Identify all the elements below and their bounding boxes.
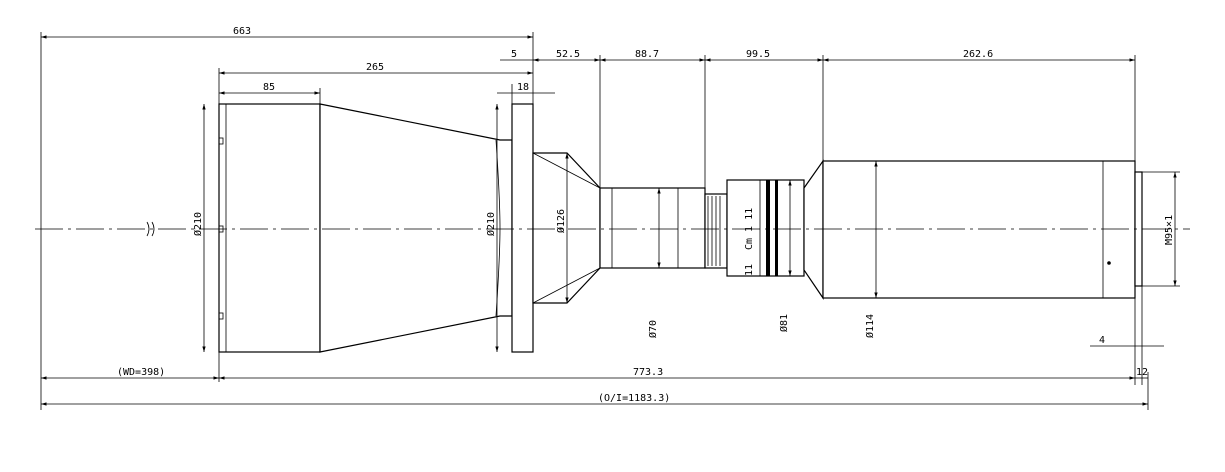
focus-mark: 11 — [744, 264, 755, 276]
dim-4: 4 — [1099, 335, 1105, 346]
axis-break-icon — [146, 221, 155, 237]
dim-18: 18 — [517, 82, 529, 93]
dia-210-rear: Ø210 — [485, 212, 497, 236]
bottom-dimensions: 4 (WD=398) 773.3 12 (O/I=1183.3) — [41, 335, 1164, 406]
small-barrel — [599, 187, 706, 269]
dim-262-6: 262.6 — [963, 49, 993, 60]
dia-126: Ø126 — [555, 209, 567, 233]
front-tab-bot — [218, 312, 224, 320]
dia-81: Ø81 — [778, 314, 790, 332]
focus-band-1 — [766, 180, 770, 276]
cone-section — [319, 103, 513, 353]
rear-cone — [803, 159, 824, 300]
thread-label: M95×1 — [1164, 215, 1175, 245]
focus-ring — [726, 179, 805, 277]
dim-773-3: 773.3 — [633, 367, 663, 378]
rear-barrel-screw — [1107, 261, 1111, 265]
dim-52-5: 52.5 — [556, 49, 580, 60]
dim-265: 265 — [366, 62, 384, 73]
focus-band-2 — [775, 180, 778, 276]
dim-12: 12 — [1136, 367, 1148, 378]
top-dimensions: 663 265 85 5 18 52.5 88.7 99.5 262.6 — [41, 26, 1135, 95]
front-barrel — [218, 103, 321, 353]
dim-wd: (WD=398) — [117, 367, 165, 378]
dim-85: 85 — [263, 82, 275, 93]
dim-88-7: 88.7 — [635, 49, 659, 60]
ring-knurl — [707, 196, 721, 266]
flange — [511, 103, 534, 353]
dia-210-front: Ø210 — [192, 212, 204, 236]
diameter-dimensions: Ø210 Ø210 Ø126 Ø70 Ø81 Ø114 M95×1 — [192, 104, 1177, 352]
dia-70: Ø70 — [647, 320, 659, 338]
lens-body: Cm 1 11 11 — [218, 103, 1143, 353]
extension-lines — [40, 32, 1180, 410]
dia-114: Ø114 — [864, 314, 876, 338]
dim-oi: (O/I=1183.3) — [598, 393, 670, 404]
dim-99-5: 99.5 — [746, 49, 770, 60]
front-tab-top — [218, 137, 224, 145]
dim-5: 5 — [511, 49, 517, 60]
dim-663: 663 — [233, 26, 251, 37]
rear-barrel — [822, 160, 1136, 299]
